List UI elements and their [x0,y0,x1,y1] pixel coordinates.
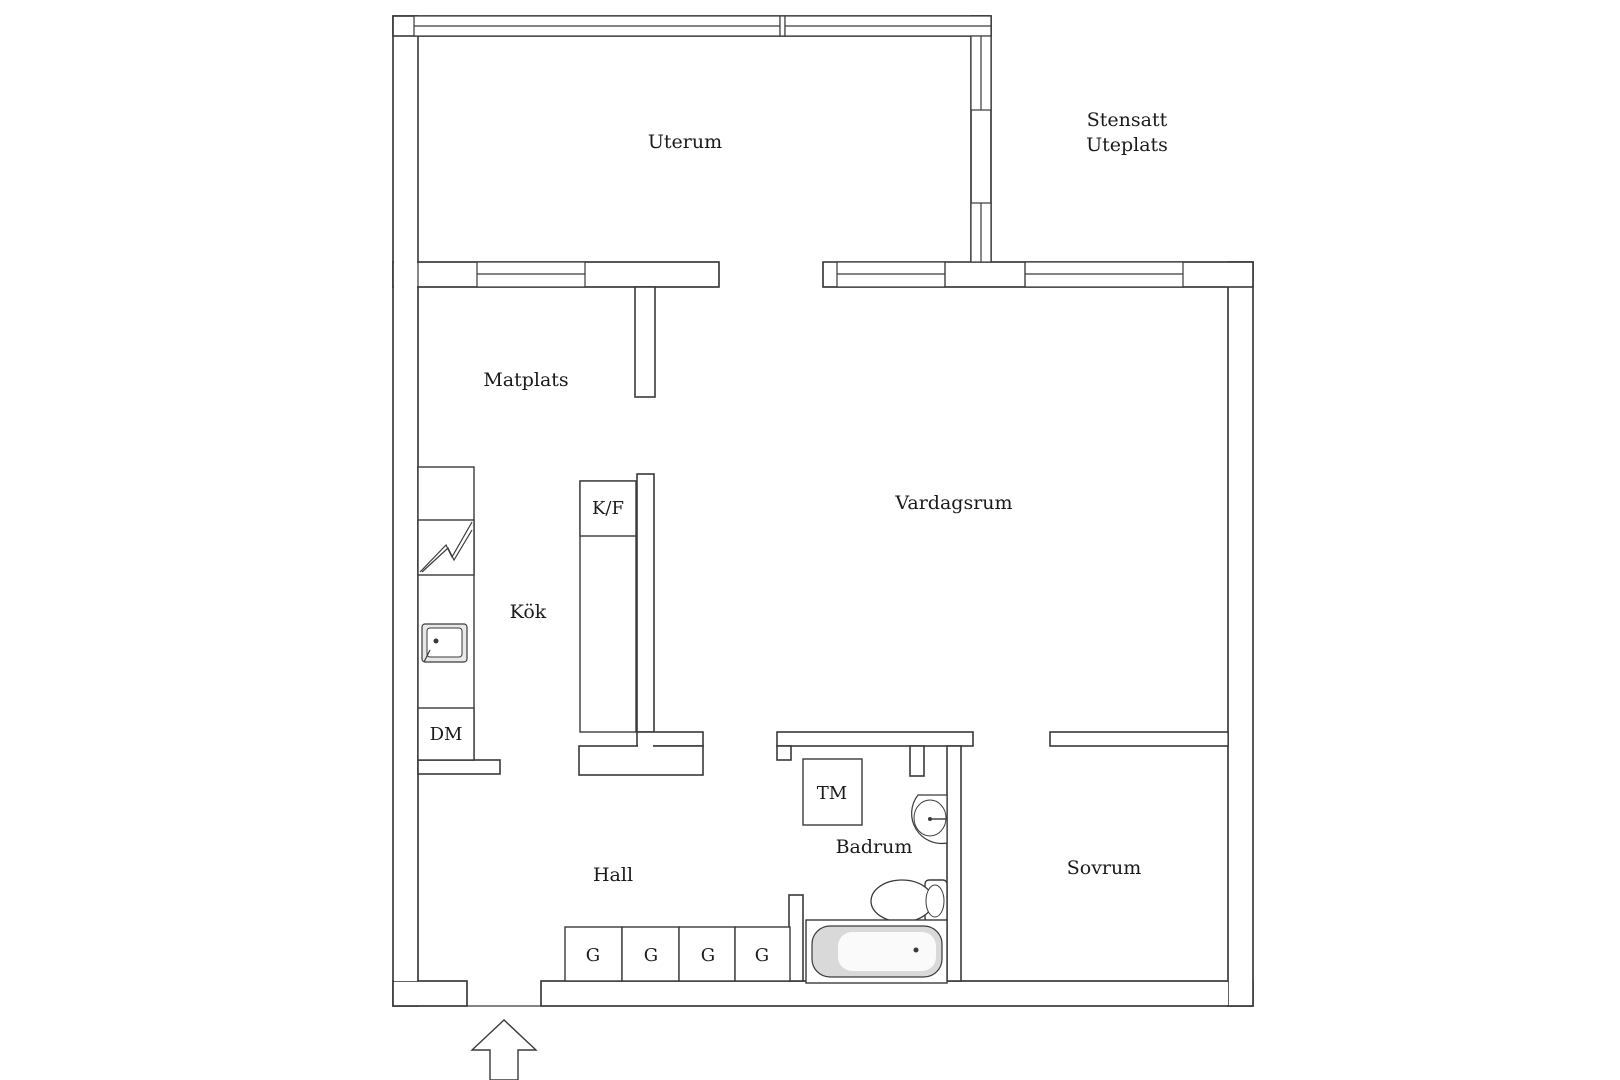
entrance-arrow-icon [470,1019,538,1080]
wardrobe-4 [734,926,791,982]
fridge-freezer [579,480,637,537]
wardrobe-label-1: G [586,945,600,966]
dishwasher-label: DM [430,724,463,745]
stove-icon [417,519,475,576]
kitchen-sink-icon [421,623,468,663]
toilet-icon [870,879,948,923]
wardrobe-label-2: G [644,945,658,966]
wardrobe-3 [678,926,736,982]
room-label-matplats: Matplats [483,369,568,391]
room-label-sovrum: Sovrum [1067,857,1142,879]
washbasin-icon [911,794,948,845]
room-label-uteplats: Uteplats [1086,134,1168,156]
wardrobe-label-3: G [701,945,715,966]
fridge-freezer-label: K/F [592,498,624,519]
wardrobe-label-4: G [755,945,769,966]
room-label-hall: Hall [593,864,633,886]
windows [413,15,1184,288]
room-label-stensatt: Stensatt [1087,109,1168,131]
tumble-dryer [802,758,863,826]
room-label-uterum: Uterum [648,131,722,153]
room-label-vardagsrum: Vardagsrum [894,492,1012,514]
bathtub-icon [805,919,948,984]
fixtures: DM K/F TM [417,466,948,984]
room-label-badrum: Badrum [836,836,913,858]
room-label-kok: Kök [510,601,547,623]
wardrobes: G G G G [564,926,791,982]
dishwasher [417,707,475,761]
interior-walls [417,286,1229,982]
wardrobe-2 [621,926,680,982]
tumble-dryer-label: TM [817,783,847,804]
room-labels: Uterum Stensatt Uteplats Matplats Vardag… [483,109,1168,886]
